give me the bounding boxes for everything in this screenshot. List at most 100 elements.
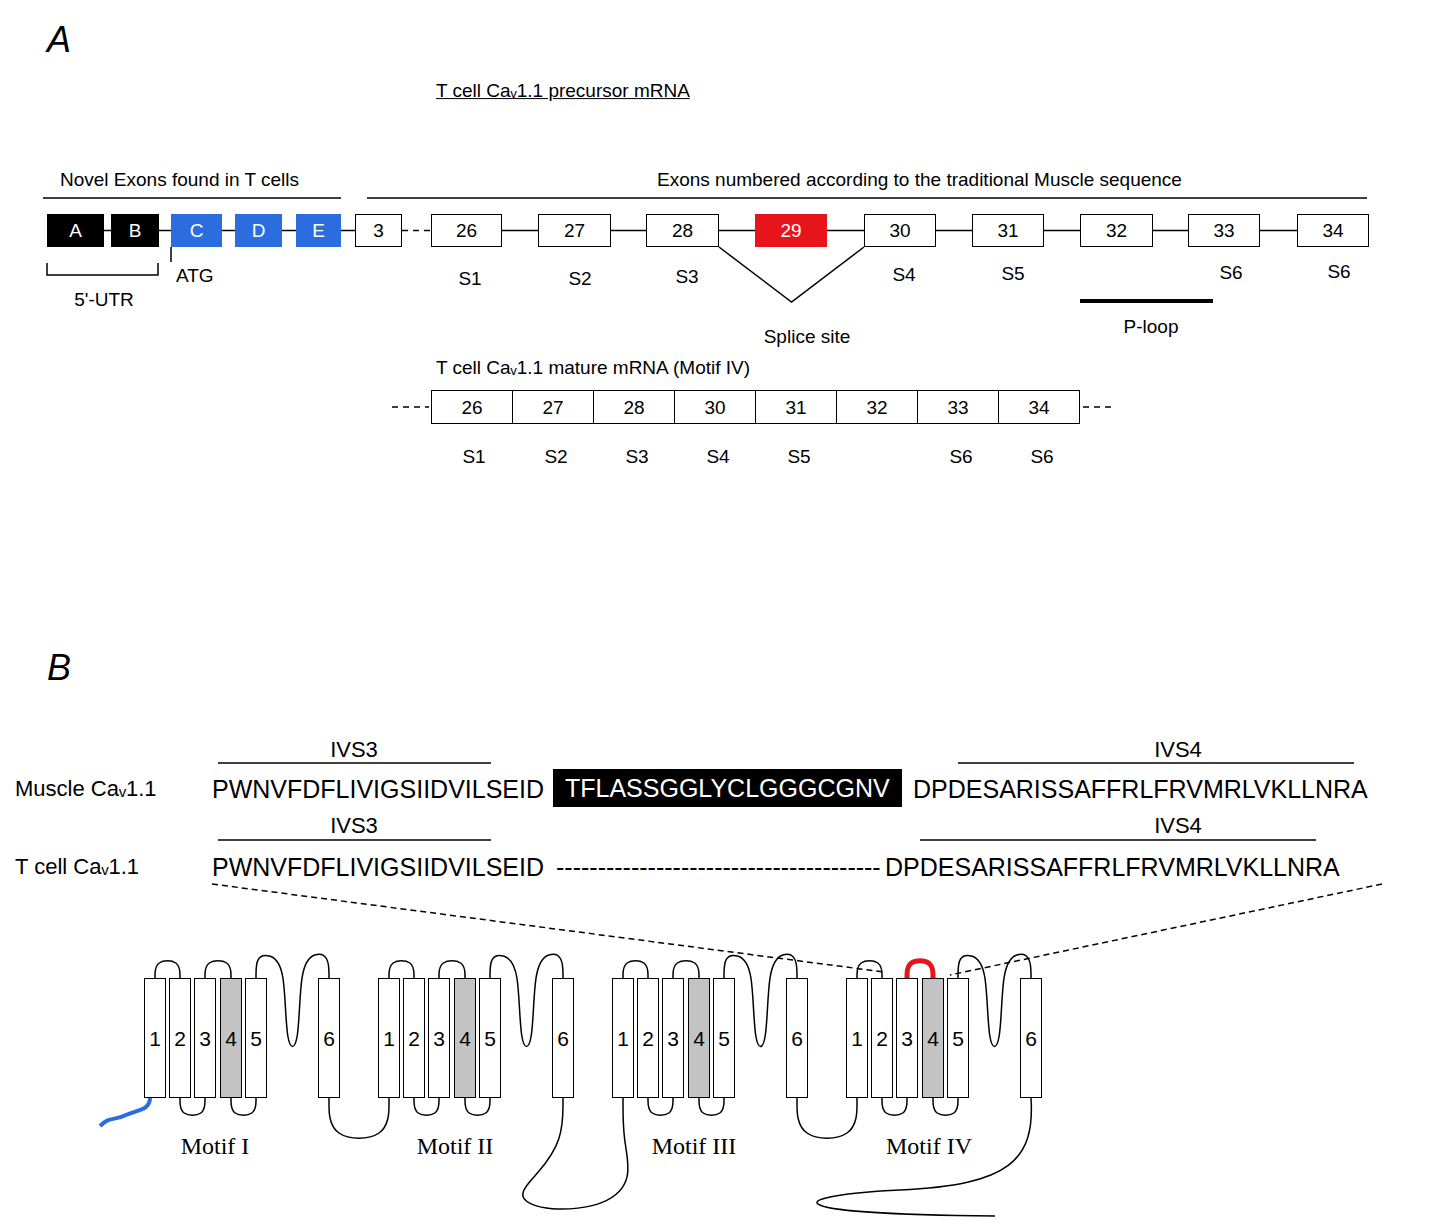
intron-line <box>282 230 296 232</box>
sequence-text: DPDESARISSAFFRLFRVMRLVKLLNRA <box>885 853 1340 882</box>
figure-title: T cell Caᵥ1.1 precursor mRNA <box>436 80 690 102</box>
segment-rule <box>218 762 491 764</box>
motif-label: Motif II <box>417 1133 494 1161</box>
membrane-segment: 4 <box>454 978 476 1098</box>
exon-box: D <box>235 214 282 247</box>
exon-cell: 28 <box>593 390 675 424</box>
heading-rule <box>367 197 1367 199</box>
intron-line <box>341 230 355 232</box>
p-loop-bar <box>1080 299 1213 303</box>
membrane-segment: 6 <box>1020 978 1042 1098</box>
segment-number: 4 <box>927 1028 939 1049</box>
panel-letter: A <box>47 19 71 60</box>
loop-connector <box>648 1098 673 1115</box>
segment-label: S2 <box>568 268 591 290</box>
exon-cell: 30 <box>674 390 756 424</box>
exon-box: B <box>111 214 159 247</box>
membrane-segment: 5 <box>245 978 267 1098</box>
loop-connector <box>933 1098 958 1115</box>
exon-number: A <box>69 221 82 240</box>
exon-number: D <box>252 221 266 240</box>
exon-box: 31 <box>972 214 1044 247</box>
exon-box: 34 <box>1297 214 1369 247</box>
segment-number: 4 <box>459 1028 471 1049</box>
exon-cell: 27 <box>512 390 594 424</box>
exon-number: 3 <box>373 221 384 240</box>
zoom-leader <box>950 884 1382 975</box>
row-label: Muscle Caᵥ1.1 <box>15 776 157 801</box>
segment-number: 1 <box>617 1028 629 1049</box>
codon-label: ATG <box>176 265 214 287</box>
segment-label: S1 <box>458 268 481 290</box>
exon-number: C <box>190 221 204 240</box>
exon-box: C <box>171 214 222 247</box>
exon-number: 28 <box>623 398 644 417</box>
intron-line <box>104 230 111 232</box>
membrane-segment: 2 <box>637 978 659 1098</box>
segment-label: S5 <box>787 446 810 468</box>
segment-label: S5 <box>1001 263 1024 285</box>
sequence-text: DPDESARISSAFFRLFRVMRLVKLLNRA <box>913 775 1368 804</box>
segment-rule <box>920 839 1316 841</box>
loop-connector <box>465 1098 490 1115</box>
segment-label: S6 <box>1030 446 1053 468</box>
zoom-leader <box>212 884 884 972</box>
segment-number: 5 <box>718 1028 730 1049</box>
region-label: 5'-UTR <box>74 289 134 311</box>
exon-number: 33 <box>1213 221 1234 240</box>
group-heading: Exons numbered according to the traditio… <box>657 169 1182 191</box>
exon-box: E <box>296 214 341 247</box>
segment-number: 5 <box>484 1028 496 1049</box>
segment-label: S6 <box>1219 262 1242 284</box>
loop-connector <box>857 961 882 978</box>
membrane-segment: 5 <box>947 978 969 1098</box>
membrane-segment: 1 <box>846 978 868 1098</box>
exon-number: 30 <box>889 221 910 240</box>
segment-number: 3 <box>433 1028 445 1049</box>
membrane-segment: 2 <box>403 978 425 1098</box>
loop-connector <box>180 1098 205 1115</box>
continuation-dash <box>392 406 429 408</box>
loop-connector <box>329 1098 389 1138</box>
gap-dashes: --------------------------------------- <box>556 853 881 882</box>
membrane-segment: 2 <box>871 978 893 1098</box>
segment-number: 4 <box>693 1028 705 1049</box>
segment-label: S2 <box>544 446 567 468</box>
loop-connector <box>414 1098 439 1115</box>
membrane-segment: 4 <box>922 978 944 1098</box>
intron-line <box>611 230 646 232</box>
segment-number: 6 <box>557 1028 569 1049</box>
loop-connector <box>155 961 180 978</box>
loop-connector <box>882 1098 907 1115</box>
exon-number: 31 <box>785 398 806 417</box>
intron-line <box>1260 230 1297 232</box>
segment-label: S1 <box>462 446 485 468</box>
exon-box: 29 <box>755 214 827 247</box>
segment-number: 6 <box>323 1028 335 1049</box>
exon-box: 26 <box>431 214 502 247</box>
region-label: IVS3 <box>330 813 378 838</box>
segment-rule <box>958 762 1354 764</box>
region-label: IVS4 <box>1154 737 1202 762</box>
segment-label: S6 <box>949 446 972 468</box>
membrane-segment: 6 <box>552 978 574 1098</box>
membrane-segment: 3 <box>896 978 918 1098</box>
segment-number: 3 <box>667 1028 679 1049</box>
panel-letter: B <box>47 647 71 688</box>
segment-number: 3 <box>199 1028 211 1049</box>
loop-connector <box>699 1098 724 1115</box>
segment-number: 2 <box>408 1028 420 1049</box>
figure-title: T cell Caᵥ1.1 mature mRNA (Motif IV) <box>436 357 750 379</box>
intron-line <box>502 230 538 232</box>
membrane-segment: 3 <box>662 978 684 1098</box>
segment-rule <box>218 839 491 841</box>
annotation-label: P-loop <box>1124 316 1179 338</box>
loop-connector <box>623 961 648 978</box>
continuation-dash <box>1083 406 1112 408</box>
membrane-segment: 5 <box>713 978 735 1098</box>
intron-line <box>1044 230 1080 232</box>
membrane-segment: 4 <box>688 978 710 1098</box>
exon-cell: 34 <box>998 390 1080 424</box>
membrane-segment: 1 <box>144 978 166 1098</box>
membrane-segment: 1 <box>612 978 634 1098</box>
